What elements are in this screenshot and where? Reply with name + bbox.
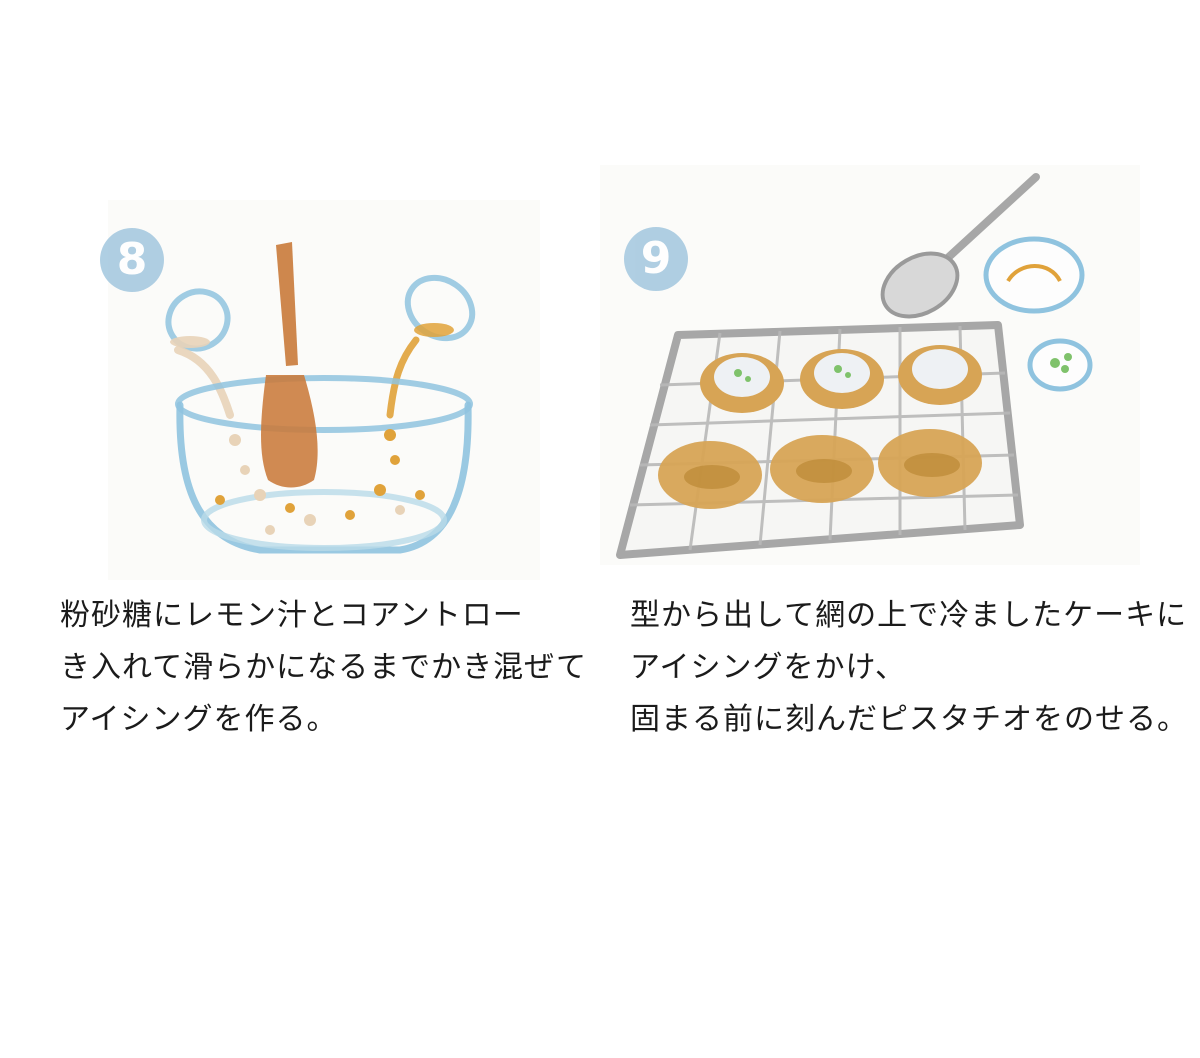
step-number-badge: 8 xyxy=(100,228,164,292)
caption-line: 型から出して網の上で冷ましたケーキに xyxy=(630,598,1188,633)
iced-cakes-row xyxy=(700,345,982,413)
step-caption: 粉砂糖にレモン汁とコアントロー き入れて滑らかになるまでかき混ぜて アイシングを… xyxy=(60,590,587,746)
illustration-paper-8 xyxy=(108,200,540,580)
icing-bowl xyxy=(983,236,1085,314)
icing-specks xyxy=(215,429,425,535)
caption-line: き入れて滑らかになるまでかき混ぜて xyxy=(60,650,587,685)
pistachio-bowl xyxy=(1027,338,1093,392)
cooling-rack-illustration xyxy=(616,173,1093,559)
caption-line: 粉砂糖にレモン汁とコアントロー xyxy=(60,598,524,633)
left-small-bowl xyxy=(165,288,231,352)
lemon-pour xyxy=(386,336,420,419)
sugar-pour xyxy=(174,346,234,419)
spoon xyxy=(880,173,1040,319)
mixing-bowl xyxy=(175,375,473,554)
step-caption: 型から出して網の上で冷ましたケーキに アイシングをかけ、 固まる前に刻んだピスタ… xyxy=(630,590,1188,746)
mixing-illustration xyxy=(165,242,476,554)
caption-line: アイシングをかけ、 xyxy=(630,650,906,685)
right-small-bowl xyxy=(404,274,476,342)
step-9: 9 型から出して網の上で冷ましたケーキに アイシングをかけ、 固まる前に刻んだピ… xyxy=(600,165,1187,750)
caption-line: アイシングを作る。 xyxy=(60,702,338,737)
caption-line: 固まる前に刻んだピスタチオをのせる。 xyxy=(630,702,1188,737)
plain-cakes-row xyxy=(658,429,982,509)
wooden-spatula xyxy=(261,242,318,488)
step-8: 8 粉砂糖にレモン汁とコアントロー き入れて滑らかになるまでかき混ぜて アイシン… xyxy=(60,190,587,750)
step-number-badge: 9 xyxy=(624,227,688,291)
